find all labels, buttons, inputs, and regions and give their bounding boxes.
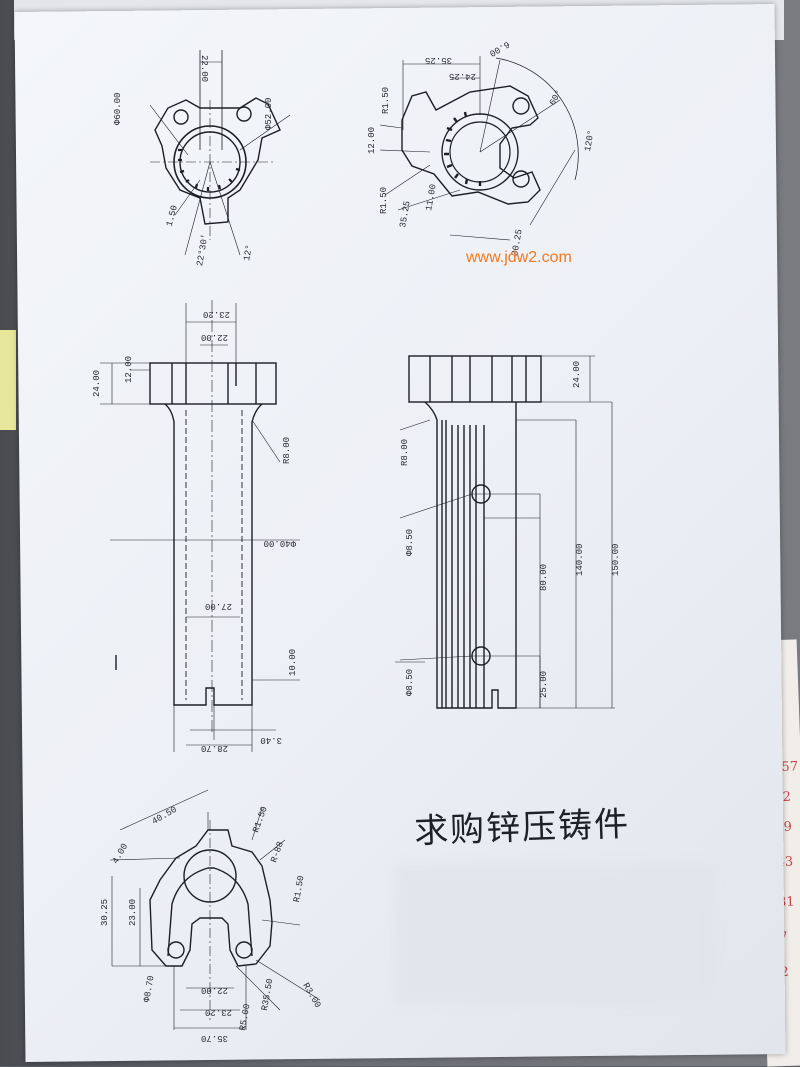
dim-side-left-24: 24.00	[92, 370, 102, 397]
dim-side-right-phi850a: Φ8.50	[405, 529, 415, 556]
dim-top-left-r150: 1.50	[165, 204, 180, 227]
dim-top-left-a22: 22°30'	[195, 233, 210, 267]
dim-side-left-2870: 28.70	[201, 743, 228, 753]
dim-top-right-11: 11.00	[424, 183, 439, 211]
dim-bottom-r150: R1.50	[251, 805, 270, 834]
left-side-view	[100, 300, 300, 752]
dim-bottom-r3550: R35.50	[260, 978, 275, 1012]
dim-top-right-12: 12.00	[367, 127, 377, 154]
dim-side-right-25: 25.00	[539, 671, 549, 698]
dim-top-right-r150b: R1.50	[379, 187, 389, 214]
dim-bottom-3025: 30.25	[100, 899, 110, 926]
dim-top-right-6: 6.00	[487, 39, 511, 58]
right-side-view	[395, 355, 615, 709]
dim-bottom-4050: 40.50	[150, 805, 178, 827]
dim-side-right-phi850b: Φ8.50	[405, 669, 415, 696]
dim-top-right-3525: 35.25	[425, 55, 452, 65]
dim-bottom-2320: 23.20	[205, 1007, 232, 1017]
dim-side-left-phi40: Φ40.00	[264, 538, 296, 548]
dim-side-left-340: 3.40	[260, 735, 282, 745]
dim-side-right-140: 140.00	[575, 544, 585, 576]
dim-top-left-phi52: Φ52.00	[264, 98, 274, 130]
dim-top-right-60: 60°	[548, 88, 565, 107]
dim-bottom-22: 22.00	[201, 985, 228, 995]
dim-bottom-4: 4.00	[111, 842, 130, 866]
dim-bottom-r150b: R1.50	[292, 875, 307, 903]
dim-side-left-r8: R8.00	[282, 437, 292, 464]
dim-top-left-22: 22.00	[199, 55, 209, 82]
dim-side-right-24: 24.00	[572, 361, 582, 388]
dim-top-right-3025: 30.25	[510, 228, 525, 256]
dim-side-left-27: 27.00	[205, 601, 232, 611]
dim-side-right-80: 80.00	[539, 564, 549, 591]
dim-bottom-23: 23.00	[128, 899, 138, 926]
dim-bottom-r8: R-88	[269, 840, 286, 864]
dim-bottom-r5: R5.00	[238, 1003, 253, 1031]
dim-top-right-120: 120°	[583, 129, 597, 152]
top-right-end-view	[379, 56, 579, 241]
dim-top-left-phi60: Φ60.00	[113, 93, 123, 125]
dim-bottom-3570: 35.70	[201, 1033, 228, 1043]
dim-top-right-2425: 24.25	[449, 71, 476, 81]
bottom-left-end-view	[109, 789, 321, 1030]
dim-side-right-r8: R8.00	[400, 439, 410, 466]
dim-top-right-3525b: 35.25	[398, 200, 413, 228]
erased-area	[395, 865, 715, 1005]
dim-top-right-r150a: R1.50	[381, 87, 391, 114]
dim-bottom-r53: R3.00	[300, 981, 322, 1009]
dim-side-left-22: 22.00	[201, 332, 228, 342]
dim-top-left-a12: 12°	[242, 244, 255, 262]
dim-side-left-2320: 23.20	[203, 309, 230, 319]
watermark-text: www.jdw2.com	[466, 249, 572, 266]
dim-side-left-10: 10.00	[288, 649, 298, 676]
dim-side-left-12: 12.00	[124, 356, 134, 383]
dim-side-right-150: 150.00	[611, 544, 621, 576]
top-left-end-view	[149, 50, 291, 256]
handwritten-note: 求购锌压铸件	[413, 804, 631, 852]
dim-bottom-phi870: Φ8.70	[142, 975, 157, 1003]
yellow-tab	[0, 330, 16, 430]
